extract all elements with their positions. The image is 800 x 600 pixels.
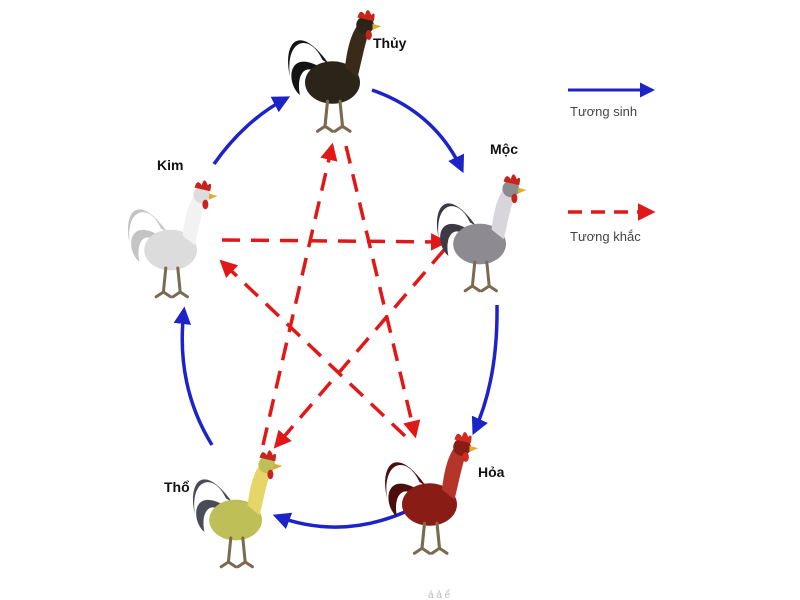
node-label-kim: Kim [157, 157, 183, 173]
node-kim: Kim [127, 157, 218, 299]
legend-overcoming-label: Tương khắc [570, 229, 641, 244]
overcoming-arrow-kim-to-moc [221, 233, 449, 251]
overcoming-cycle [219, 142, 449, 449]
node-hoa: Hỏa [385, 432, 505, 555]
node-tho: Thổ [164, 450, 283, 569]
node-thuy: Thủy [288, 10, 407, 133]
node-label-thuy: Thủy [373, 35, 407, 51]
node-label-tho: Thổ [164, 479, 190, 495]
rooster-tho-icon [192, 450, 283, 569]
node-label-moc: Mộc [490, 141, 518, 157]
rooster-hoa-icon [385, 432, 479, 555]
overcoming-arrow-tho-to-thuy [261, 142, 338, 446]
legend-generating: Tương sinh [568, 82, 655, 119]
generating-arrow-moc-to-hoa [471, 304, 499, 436]
overcoming-arrow-hoa-to-kim [219, 259, 407, 438]
footer-text: ả ả ể [428, 589, 451, 600]
node-moc: Mộc [436, 141, 527, 293]
generating-cycle [173, 88, 499, 530]
element-nodes: Thủy Mộc [127, 10, 527, 569]
generating-arrow-hoa-to-tho [272, 510, 406, 530]
legend-overcoming: Tương khắc [568, 203, 656, 244]
legend: Tương sinh Tương khắc [568, 82, 656, 244]
rooster-thuy-icon [288, 10, 382, 133]
overcoming-arrow-thuy-to-hoa [344, 145, 421, 439]
node-label-hoa: Hỏa [478, 464, 505, 480]
generating-arrow-kim-to-thuy [212, 96, 291, 166]
overcoming-arrow-moc-to-tho [273, 248, 446, 449]
legend-generating-label: Tương sinh [570, 104, 637, 119]
generating-arrow-tho-to-kim [173, 306, 214, 446]
rooster-kim-icon [127, 180, 218, 299]
rooster-moc-icon [436, 174, 527, 293]
generating-arrow-thuy-to-moc [371, 88, 465, 174]
